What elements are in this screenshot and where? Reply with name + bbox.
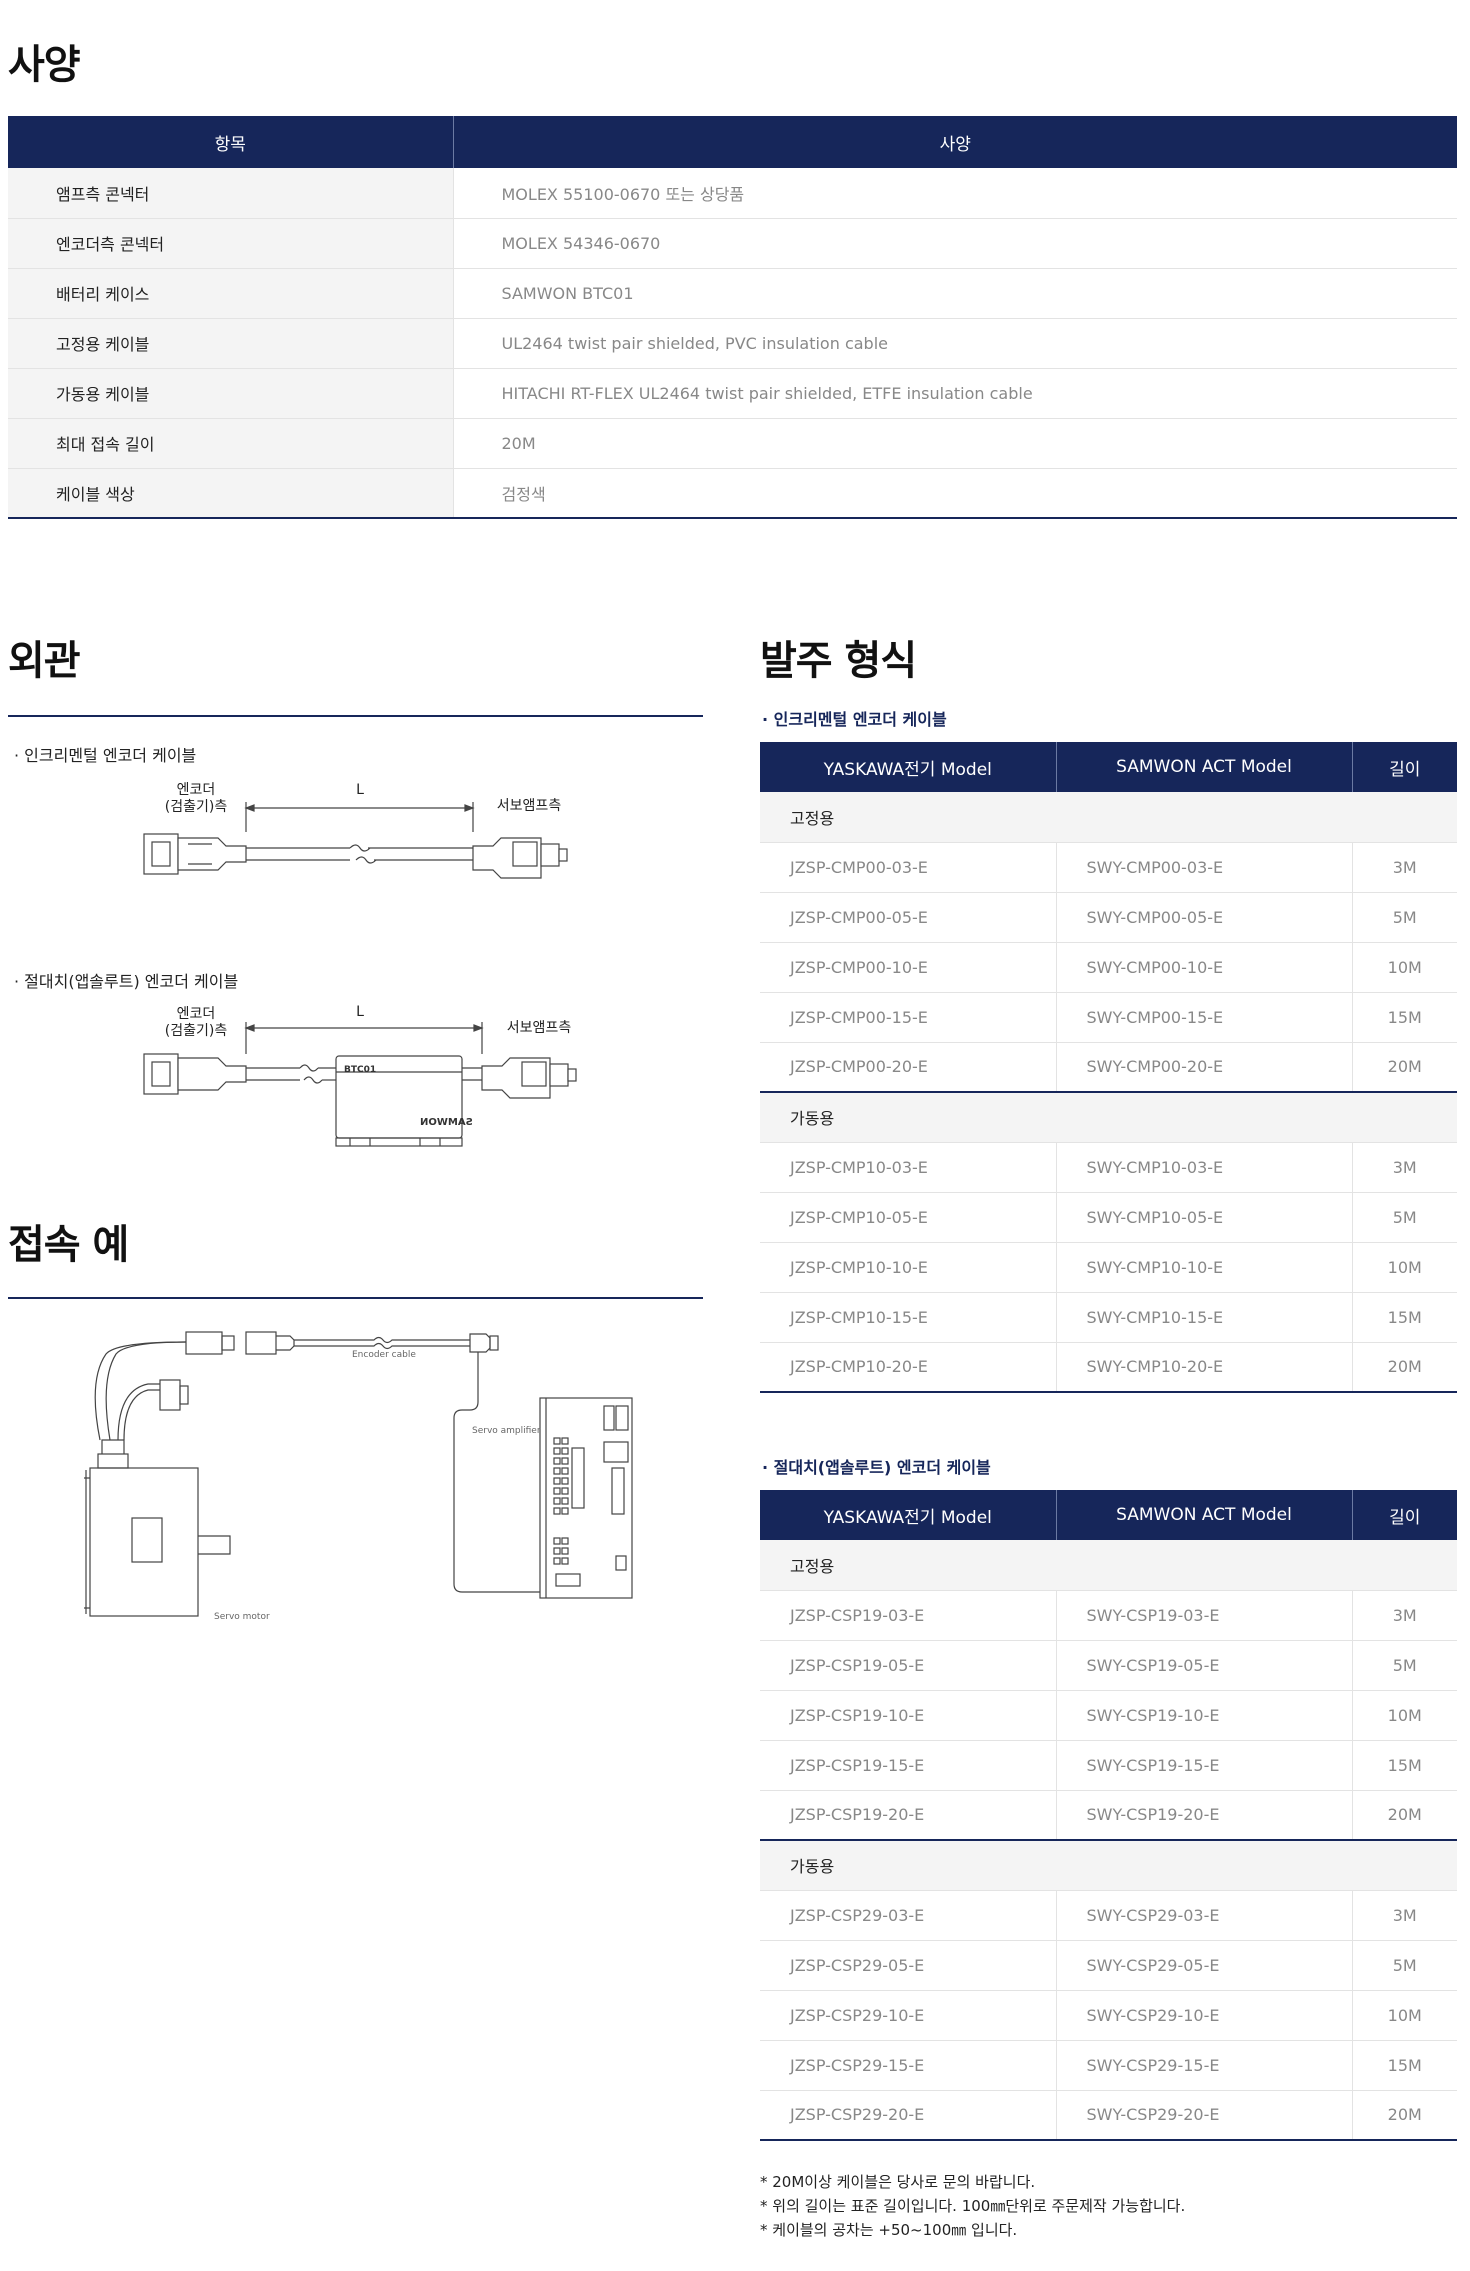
spec-key: 배터리 케이스 (8, 268, 454, 319)
spec-header-item: 항목 (8, 116, 453, 168)
header-length: 길이 (1351, 1490, 1457, 1540)
appearance-divider (8, 715, 703, 717)
header-samwon-model: SAMWON ACT Model (1055, 1490, 1352, 1540)
group-row-movable: 가동용 (760, 1839, 1457, 1891)
spec-key: 케이블 색상 (8, 468, 454, 519)
spec-key: 고정용 케이블 (8, 318, 454, 369)
order-title: 발주 형식 (760, 638, 917, 684)
amp-side-label: 서보앰프측 (496, 798, 562, 814)
servo-amplifier-label: Servo amplifier (472, 1426, 541, 1436)
encoder-cable-label: Encoder cable (352, 1350, 416, 1360)
absolute-cable-drawing (143, 1022, 577, 1147)
absolute-order-label: · 절대치(앱솔루트) 엔코더 케이블 (762, 1458, 991, 1477)
group-row-fixed: 고정용 (760, 1540, 1457, 1591)
incremental-order-table: YASKAWA전기 Model SAMWON ACT Model 길이 고정용 … (760, 742, 1457, 1393)
group-row-fixed: 고정용 (760, 792, 1457, 843)
note-line: * 위의 길이는 표준 길이입니다. 100㎜단위로 주문제작 가능합니다. (760, 2197, 1186, 2215)
spec-value: 검정색 (453, 468, 1457, 519)
spec-title: 사양 (8, 42, 81, 88)
connection-title: 접속 예 (8, 1222, 129, 1268)
header-yaskawa-model: YASKAWA전기 Model (760, 742, 1056, 792)
absolute-cable-label: · 절대치(앱솔루트) 엔코더 케이블 (14, 972, 239, 991)
battery-label: BTC01 (344, 1065, 377, 1075)
spec-value: MOLEX 54346-0670 (453, 218, 1457, 269)
appearance-title: 외관 (8, 638, 81, 684)
note-line: * 케이블의 공차는 +50~100㎜ 입니다. (760, 2221, 1018, 2239)
group-row-movable: 가동용 (760, 1091, 1457, 1143)
spec-header-spec: 사양 (452, 116, 1457, 168)
header-yaskawa-model: YASKAWA전기 Model (760, 1490, 1056, 1540)
header-samwon-model: SAMWON ACT Model (1055, 742, 1352, 792)
spec-value: HITACHI RT-FLEX UL2464 twist pair shield… (453, 368, 1457, 419)
encoder-side-label: 엔코더 (검출기)측 (164, 1006, 228, 1039)
spec-value: 20M (453, 418, 1457, 469)
amp-side-label: 서보앰프측 (506, 1020, 572, 1036)
battery-logo: SAMWON (420, 1117, 473, 1128)
note-line: * 20M이상 케이블은 당사로 문의 바랍니다. (760, 2173, 1036, 2191)
incremental-cable-drawing (143, 802, 568, 879)
incremental-cable-label: · 인크리멘털 엔코더 케이블 (14, 746, 197, 765)
spec-value: SAMWON BTC01 (453, 268, 1457, 319)
spec-value: UL2464 twist pair shielded, PVC insulati… (453, 318, 1457, 369)
absolute-order-table: YASKAWA전기 Model SAMWON ACT Model 길이 고정용 … (760, 1490, 1457, 2141)
spec-value: MOLEX 55100-0670 또는 상당품 (453, 168, 1457, 219)
length-mark: L (356, 1004, 364, 1020)
connection-example-drawing (84, 1331, 633, 1617)
incremental-order-label: · 인크리멘털 엔코더 케이블 (762, 710, 947, 729)
spec-key: 앰프측 콘넥터 (8, 168, 454, 219)
spec-key: 최대 접속 길이 (8, 418, 454, 469)
spec-key: 가동용 케이블 (8, 368, 454, 419)
spec-key: 엔코더측 콘넥터 (8, 218, 454, 269)
header-length: 길이 (1351, 742, 1457, 792)
servo-motor-label: Servo motor (214, 1612, 270, 1622)
encoder-side-label: 엔코더 (검출기)측 (164, 782, 228, 815)
length-mark: L (356, 782, 364, 798)
connection-divider (8, 1297, 703, 1299)
order-notes: * 20M이상 케이블은 당사로 문의 바랍니다. * 위의 길이는 표준 길이… (760, 2170, 1185, 2242)
